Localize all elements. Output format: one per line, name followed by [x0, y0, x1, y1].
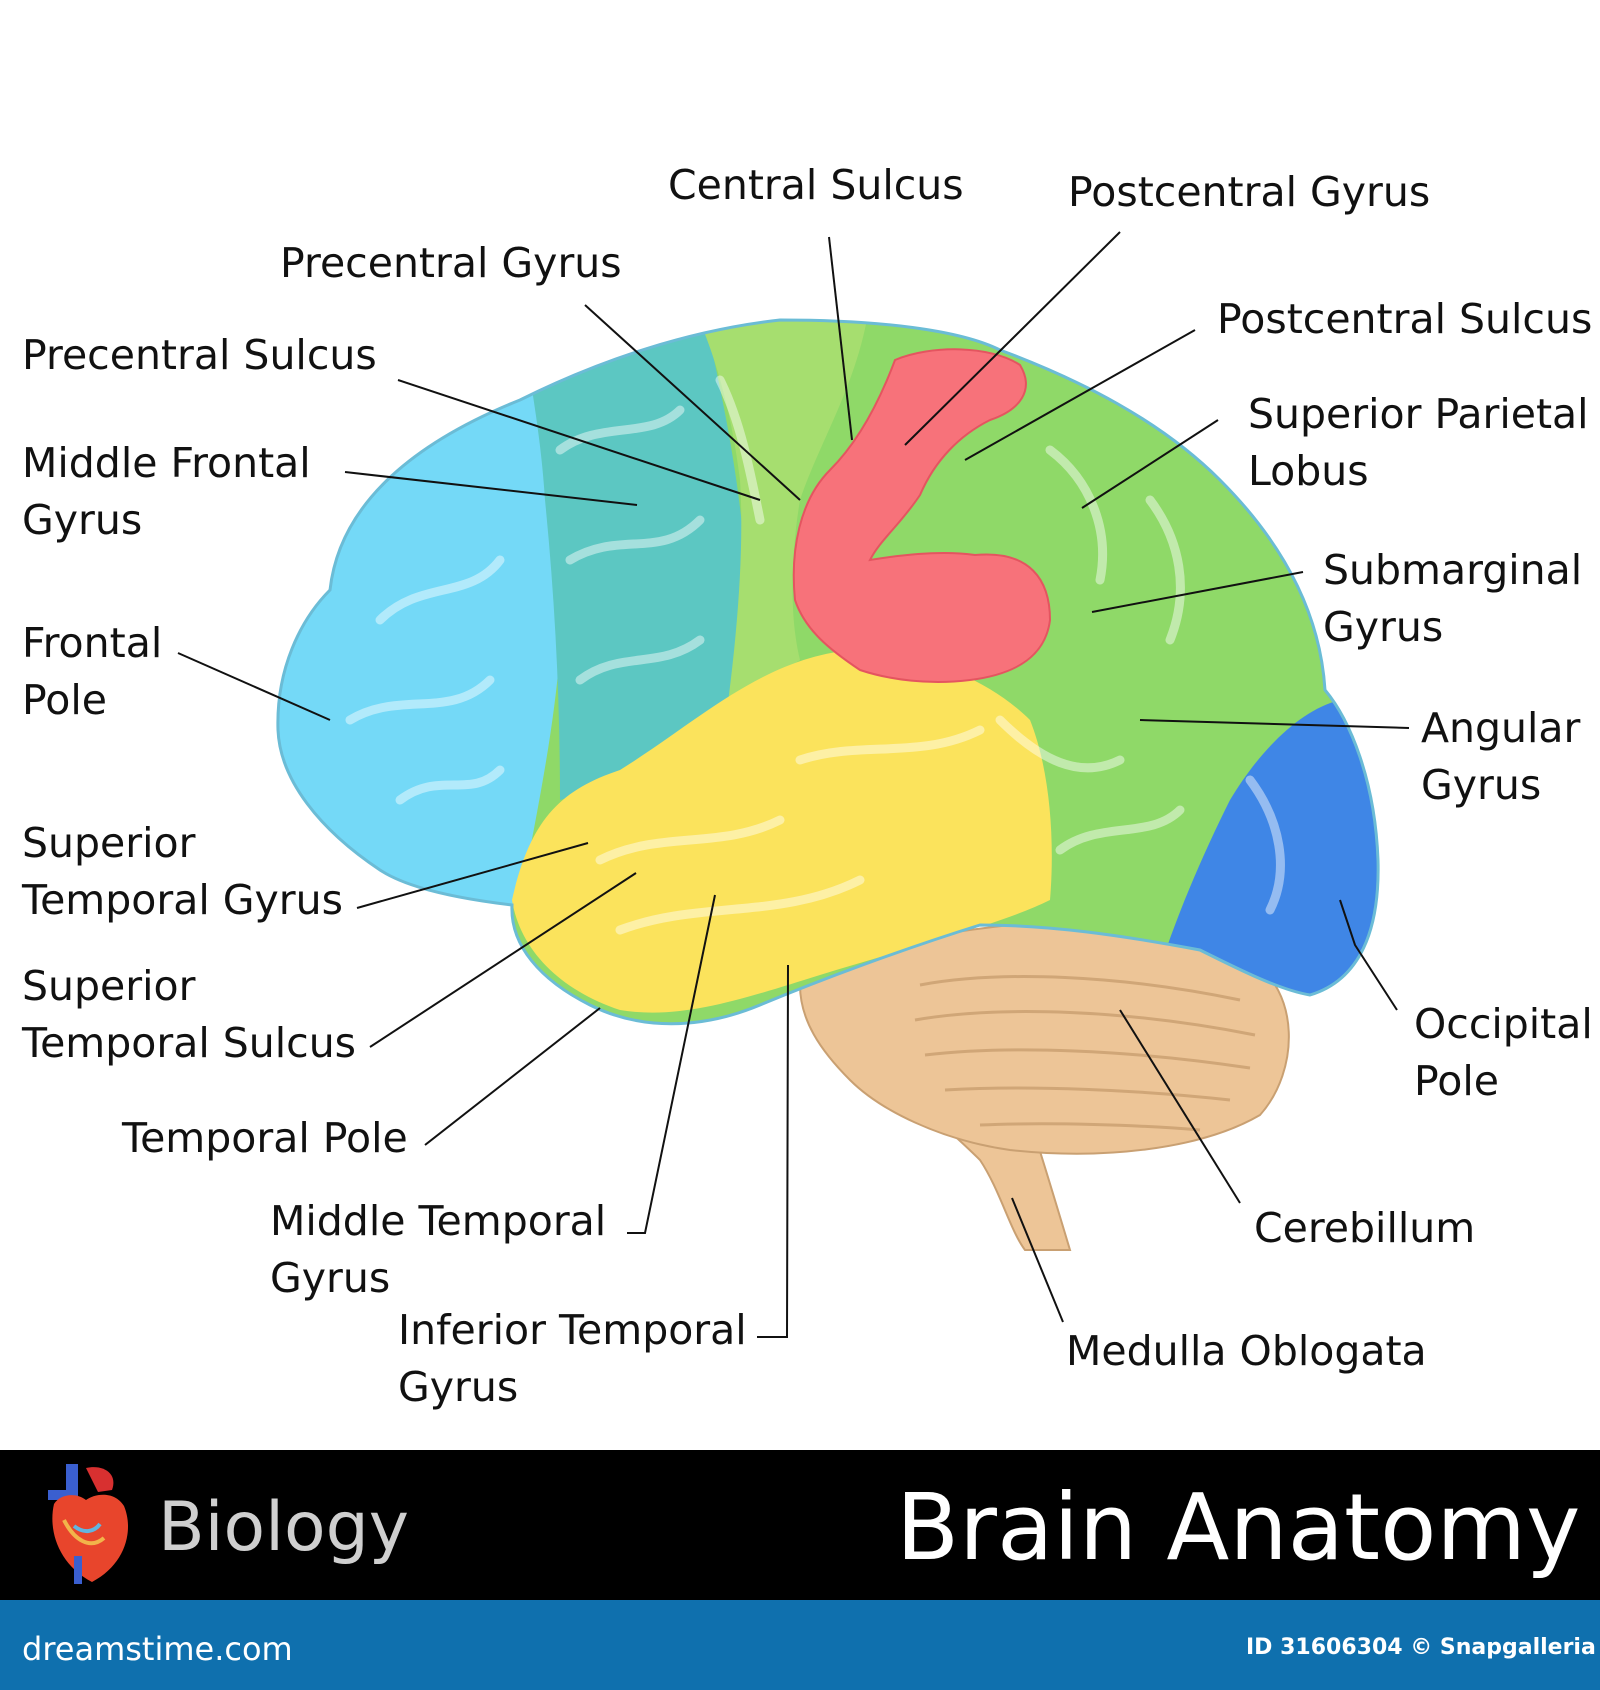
label-angular-gyrus: Angular Gyrus [1421, 704, 1581, 809]
leader-lines [177, 231, 1410, 1338]
label-central-sulcus: Central Sulcus [668, 161, 964, 209]
label-submarginal-gyrus: Submarginal Gyrus [1323, 546, 1583, 651]
title-banner: Biology Brain Anatomy [0, 1450, 1600, 1600]
label-medulla-oblogata: Medulla Oblogata [1066, 1327, 1427, 1375]
heart-icon [48, 1464, 129, 1584]
label-precentral-sulcus: Precentral Sulcus [22, 331, 377, 379]
precentral-region [690, 320, 870, 760]
label-precentral-gyrus: Precentral Gyrus [280, 239, 622, 287]
label-frontal-pole: Frontal Pole [22, 619, 163, 724]
label-postcentral-gyrus: Postcentral Gyrus [1068, 168, 1431, 216]
cerebellum-folds [914, 975, 1256, 1132]
label-postcentral-sulcus: Postcentral Sulcus [1217, 295, 1593, 343]
label-superior-temporal-gyrus: Superior Temporal Gyrus [22, 819, 343, 924]
label-cerebillum: Cerebillum [1254, 1204, 1476, 1252]
banner-title: Brain Anatomy [896, 1474, 1581, 1581]
postcentral-region [792, 348, 1052, 683]
frontal-region [520, 320, 747, 800]
label-middle-frontal-gyrus: Middle Frontal Gyrus [22, 439, 311, 544]
footer-bar: dreamstime.com ID 31606304 © Snapgalleri… [0, 1600, 1600, 1690]
label-superior-parietal-lobus: Superior Parietal Lobus [1248, 390, 1589, 495]
label-inferior-temporal-gyrus: Inferior Temporal Gyrus [398, 1306, 747, 1411]
label-temporal-pole: Temporal Pole [122, 1114, 408, 1162]
temporal-region [512, 650, 1052, 1013]
footer-credit: ID 31606304 © Snapgalleria [1246, 1635, 1596, 1660]
frontal-pole-region [277, 320, 560, 1024]
gyri-texture [345, 375, 1285, 935]
label-middle-temporal-gyrus: Middle Temporal Gyrus [270, 1197, 607, 1302]
banner-subject: Biology [158, 1488, 410, 1567]
cerebrum [277, 320, 1379, 1024]
footer-site: dreamstime.com [22, 1630, 293, 1668]
brain-outline [276, 318, 1380, 1026]
label-superior-temporal-sulcus: Superior Temporal Sulcus [22, 962, 357, 1067]
label-occipital-pole: Occipital Pole [1414, 1000, 1593, 1105]
